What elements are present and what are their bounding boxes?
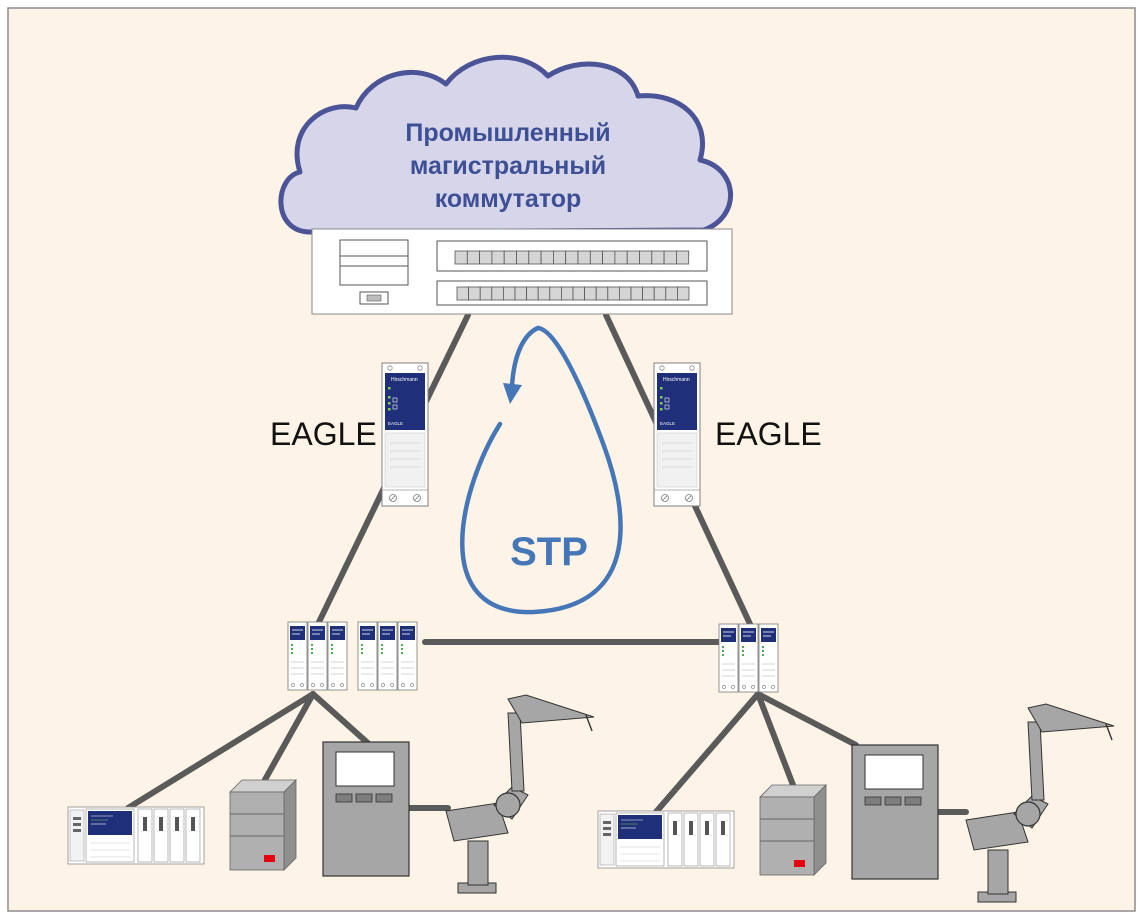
switch-port [665, 286, 678, 301]
switch-port [589, 250, 603, 265]
stp-label: STP [510, 530, 588, 574]
switch-port [537, 286, 551, 301]
server-icon [229, 779, 297, 871]
switch-port [614, 250, 628, 265]
switch-port [516, 250, 530, 265]
switch-port [577, 250, 591, 265]
plc-rack-icon [67, 806, 205, 865]
switch-port [607, 286, 620, 301]
switch-port [479, 250, 493, 265]
network-links [125, 312, 969, 815]
switch-port [549, 286, 562, 301]
switch-port [468, 286, 481, 301]
switch-port [502, 286, 516, 301]
cloud-title-line-3: коммутатор [435, 185, 582, 213]
eagle-firewall-right [653, 362, 701, 507]
switch-port [653, 286, 667, 301]
switch-port [663, 250, 677, 265]
switch-port [491, 286, 504, 301]
stp-loop-arrow-icon [460, 325, 623, 615]
eagle-label-left: EAGLE [270, 416, 377, 452]
rail-switch-group-right [718, 623, 779, 693]
server-icon-right [759, 784, 827, 876]
eagle-label-right: EAGLE [715, 416, 822, 452]
switch-port [572, 286, 586, 301]
switch-port [676, 250, 690, 265]
switch-port [677, 286, 690, 301]
switch-port [456, 286, 470, 301]
switch-port [602, 250, 616, 265]
switch-port [584, 286, 597, 301]
switch-port [540, 250, 554, 265]
switch-port [595, 286, 609, 301]
switch-port [528, 250, 542, 265]
switch-port [565, 250, 579, 265]
switch-port [553, 250, 567, 265]
switch-port [466, 250, 480, 265]
switch-port [642, 286, 655, 301]
stp-arrow-head [503, 383, 522, 404]
switch-port [651, 250, 665, 265]
switch-port [526, 286, 539, 301]
switch-port [626, 250, 640, 265]
control-panel-icon [322, 741, 410, 877]
switch-port [619, 286, 632, 301]
cloud-title-line-2: магистральный [410, 152, 606, 180]
switch-port [491, 250, 505, 265]
switch-port [561, 286, 574, 301]
control-panel-icon-right [851, 744, 939, 880]
switch-port [454, 250, 468, 265]
switch-port [639, 250, 653, 265]
switch-port [514, 286, 528, 301]
cloud-icon [278, 54, 733, 235]
eagle-firewall-left [381, 362, 429, 507]
switch-port [479, 286, 493, 301]
backbone-switch-icon [311, 228, 733, 315]
switch-port [503, 250, 517, 265]
plc-rack-icon-right [597, 810, 735, 869]
cloud-title-line-1: Промышленный [405, 119, 610, 147]
switch-port [630, 286, 644, 301]
